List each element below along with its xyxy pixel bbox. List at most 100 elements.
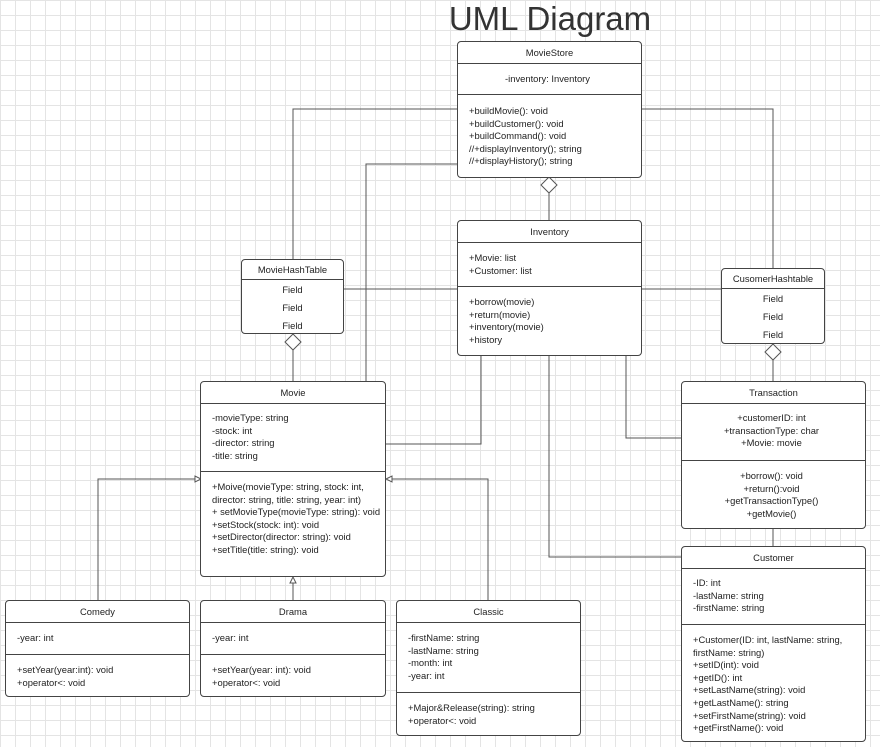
method: +operator<: void [17, 676, 86, 688]
inheritance-arrow-drama [289, 575, 297, 584]
attributes-section: +customerID: int +transactionType: char … [682, 404, 865, 461]
attributes-section: -ID: int -lastName: string -firstName: s… [682, 569, 865, 625]
link-moviestore-movie [365, 163, 458, 382]
attribute: +transactionType: char [723, 424, 820, 436]
method: +setYear(year:int): void [17, 664, 114, 675]
class-transaction[interactable]: Transaction +customerID: int +transactio… [681, 381, 866, 529]
method: +setYear(year: int): void [212, 664, 311, 675]
attribute: +Movie: list [469, 252, 517, 263]
methods-section: +Customer(ID: int, lastName: string, fir… [682, 625, 865, 735]
attribute: -year: int [212, 632, 249, 643]
method: +buildCommand(): void [469, 130, 567, 142]
attribute: -firstName: string [408, 632, 480, 643]
aggregation-diamond-customerhashtable [764, 343, 782, 361]
attribute: +Customer: list [469, 264, 532, 276]
attribute: -title: string [212, 449, 258, 461]
method: +operator<: void [212, 676, 281, 688]
methods-section: +setYear(year:int): void +operator<: voi… [6, 655, 189, 689]
methods-section: +Moive(movieType: string, stock: int, di… [201, 472, 385, 557]
class-name: Classic [397, 601, 580, 623]
class-name: MovieHashTable [242, 260, 343, 280]
attribute: -year: int [17, 632, 54, 643]
aggregation-diamond-moviestore [540, 176, 558, 194]
fields-section: Field Field Field [242, 280, 343, 335]
attribute: -movieType: string [212, 412, 289, 423]
attribute: -stock: int [212, 424, 253, 436]
attributes-section: +Movie: list +Customer: list [458, 243, 641, 287]
class-name: Inventory [458, 221, 641, 243]
method: //+displayInventory(); string [469, 142, 582, 154]
method: +buildMovie(): void [469, 105, 548, 116]
class-moviehashtable[interactable]: MovieHashTable Field Field Field [241, 259, 344, 334]
attribute: -inventory: Inventory [505, 73, 590, 84]
methods-section: +borrow(movie) +return(movie) +inventory… [458, 287, 641, 346]
methods-section: +setYear(year: int): void +operator<: vo… [201, 655, 385, 689]
attribute: -director: string [212, 437, 275, 449]
method: +borrow(movie) [469, 296, 535, 307]
method: +borrow(): void [740, 470, 803, 481]
link-comedy-movie [97, 478, 195, 601]
attributes-section: -year: int [201, 623, 385, 655]
attributes-section: -year: int [6, 623, 189, 655]
attribute: -lastName: string [408, 644, 479, 656]
method: +setID(int): void [693, 659, 759, 671]
method: +operator<: void [408, 714, 477, 726]
class-movie[interactable]: Movie -movieType: string -stock: int -di… [200, 381, 386, 577]
method: +return(movie) [469, 308, 531, 320]
method: +inventory(movie) [469, 321, 544, 333]
class-name: Transaction [682, 382, 865, 404]
method: +buildCustomer(): void [469, 117, 564, 129]
class-customerhashtable[interactable]: CusomerHashtable Field Field Field [721, 268, 825, 344]
method: +setFirstName(string): void [693, 709, 806, 721]
link-classic-movie [392, 478, 489, 601]
link-inventory-movie [385, 355, 482, 445]
attribute: -ID: int [693, 577, 721, 588]
methods-section: +buildMovie(): void +buildCustomer(): vo… [458, 95, 641, 168]
fields-section: Field Field Field [722, 289, 824, 344]
link-inventory-transaction [625, 355, 681, 439]
attributes-section: -inventory: Inventory [458, 64, 641, 95]
class-name: Customer [682, 547, 865, 569]
link-moviestore-customerhashtable [642, 108, 774, 268]
class-customer[interactable]: Customer -ID: int -lastName: string -fir… [681, 546, 866, 742]
field: Field [762, 293, 784, 304]
inheritance-arrow-classic [384, 475, 393, 483]
field: Field [282, 284, 303, 295]
class-classic[interactable]: Classic -firstName: string -lastName: st… [396, 600, 581, 736]
attributes-section: -firstName: string -lastName: string -mo… [397, 623, 580, 693]
class-name: CusomerHashtable [722, 269, 824, 289]
field: Field [282, 302, 303, 313]
method: +return():void [743, 482, 800, 494]
attribute: -lastName: string [693, 589, 764, 601]
method: +setTitle(title: string): void [212, 543, 319, 555]
method: //+displayHistory(); string [469, 155, 573, 167]
link-inventory-customer [548, 355, 681, 558]
class-comedy[interactable]: Comedy -year: int +setYear(year:int): vo… [5, 600, 190, 697]
attribute: -firstName: string [693, 602, 765, 614]
method: + setMovieType(movieType: string): void [212, 506, 381, 518]
method: +setDirector(director: string): void [212, 531, 351, 543]
class-name: Movie [201, 382, 385, 404]
field: Field [282, 320, 303, 331]
methods-section: +Major&Release(string): string +operator… [397, 693, 580, 727]
class-drama[interactable]: Drama -year: int +setYear(year: int): vo… [200, 600, 386, 697]
method: +Major&Release(string): string [408, 702, 535, 713]
method: +getID(): int [693, 671, 743, 683]
class-inventory[interactable]: Inventory +Movie: list +Customer: list +… [457, 220, 642, 356]
methods-section: +borrow(): void +return():void +getTrans… [682, 461, 865, 520]
method: +setStock(stock: int): void [212, 518, 320, 530]
attribute: +customerID: int [737, 412, 806, 423]
link-moviestore-moviehashtable [292, 108, 458, 259]
attribute: +Movie: movie [741, 437, 802, 449]
aggregation-diamond-moviehashtable [284, 333, 302, 351]
diagram-title: UML Diagram [448, 0, 652, 37]
method: +getLastName(): string [693, 696, 789, 708]
field: Field [762, 311, 784, 322]
class-moviestore[interactable]: MovieStore -inventory: Inventory +buildM… [457, 41, 642, 178]
class-name: Drama [201, 601, 385, 623]
class-name: MovieStore [458, 42, 641, 64]
method: +getTransactionType() [724, 495, 819, 507]
method: +history [469, 333, 503, 345]
method: +setLastName(string): void [693, 684, 806, 696]
